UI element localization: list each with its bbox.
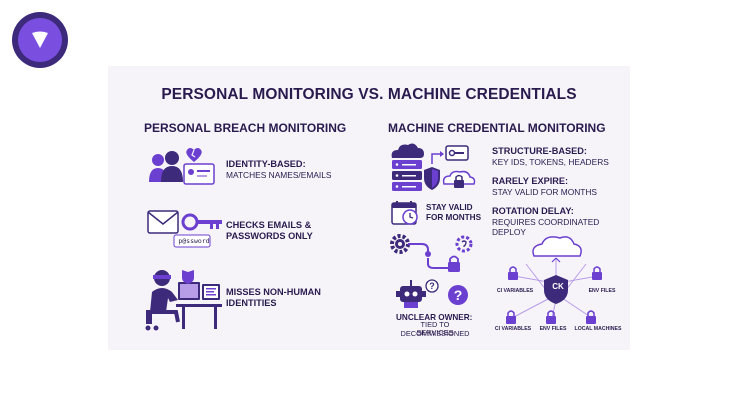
structure-based-title: STRUCTURE-BASED: (492, 146, 587, 156)
people-id-icon (149, 148, 215, 185)
rarely-expire-title: RARELY EXPIRE: (492, 176, 569, 186)
misses-non-human-title-2: IDENTITIES (226, 298, 277, 308)
unclear-owner-line1: TIED TO DECOMMISSIONED (400, 320, 470, 338)
person-at-computer-icon (145, 270, 222, 331)
calendar-clock-icon (391, 201, 418, 225)
checks-emails-title-2: PASSWORDS ONLY (226, 231, 313, 241)
unclear-owner-line2: SERVICES (416, 328, 454, 337)
email-key-icon (147, 210, 222, 248)
rotation-delay-title: ROTATION DELAY: (492, 206, 574, 216)
gears-lock-icon (390, 234, 473, 272)
unclear-owner-title: UNCLEAR OWNER: (396, 313, 473, 322)
diagram-bottom-label-2: ENV FILES (539, 326, 567, 332)
svg-text:?: ? (454, 287, 463, 303)
server-cloud-key-icon (391, 143, 476, 191)
rarely-expire-desc: STAY VALID FOR MONTHS (492, 187, 598, 197)
identity-based-desc: MATCHES NAMES/EMAILS (226, 170, 332, 180)
svg-text:?: ? (429, 281, 435, 291)
infographic-title: PERSONAL MONITORING VS. MACHINE CREDENTI… (161, 86, 577, 103)
stay-valid-line2: FOR MONTHS (426, 213, 482, 222)
diagram-center-label: CK (552, 282, 564, 291)
credential-network-diagram (506, 236, 602, 324)
stay-valid-line1: STAY VALID (426, 203, 473, 212)
password-field-text: p@ssword (178, 237, 210, 245)
right-heading: MACHINE CREDENTIAL MONITORING (388, 121, 606, 135)
infographic-panel: PERSONAL MONITORING VS. MACHINE CREDENTI… (108, 66, 630, 350)
checks-emails-title-1: CHECKS EMAILS & (226, 220, 312, 230)
diagram-top-left-label: CI VARIABLES (496, 288, 534, 294)
identity-based-title: IDENTITY-BASED: (226, 159, 306, 169)
brand-logo (12, 12, 68, 68)
left-heading: PERSONAL BREACH MONITORING (144, 121, 347, 135)
diagram-bottom-label-3: LOCAL MACHINES (574, 326, 622, 332)
rotation-delay-desc: REQUIRES COORDINATED DEPLOY (492, 217, 600, 237)
misses-non-human-title-1: MISSES NON-HUMAN (226, 287, 321, 297)
diagram-bottom-label-1: CI VARIABLES (494, 326, 532, 332)
diagram-top-right-label: ENV FILES (588, 288, 616, 294)
structure-based-desc: KEY IDS, TOKENS, HEADERS (492, 157, 609, 167)
shield-v-logo-icon (18, 18, 62, 62)
robot-question-icon: ? ? (396, 279, 468, 308)
